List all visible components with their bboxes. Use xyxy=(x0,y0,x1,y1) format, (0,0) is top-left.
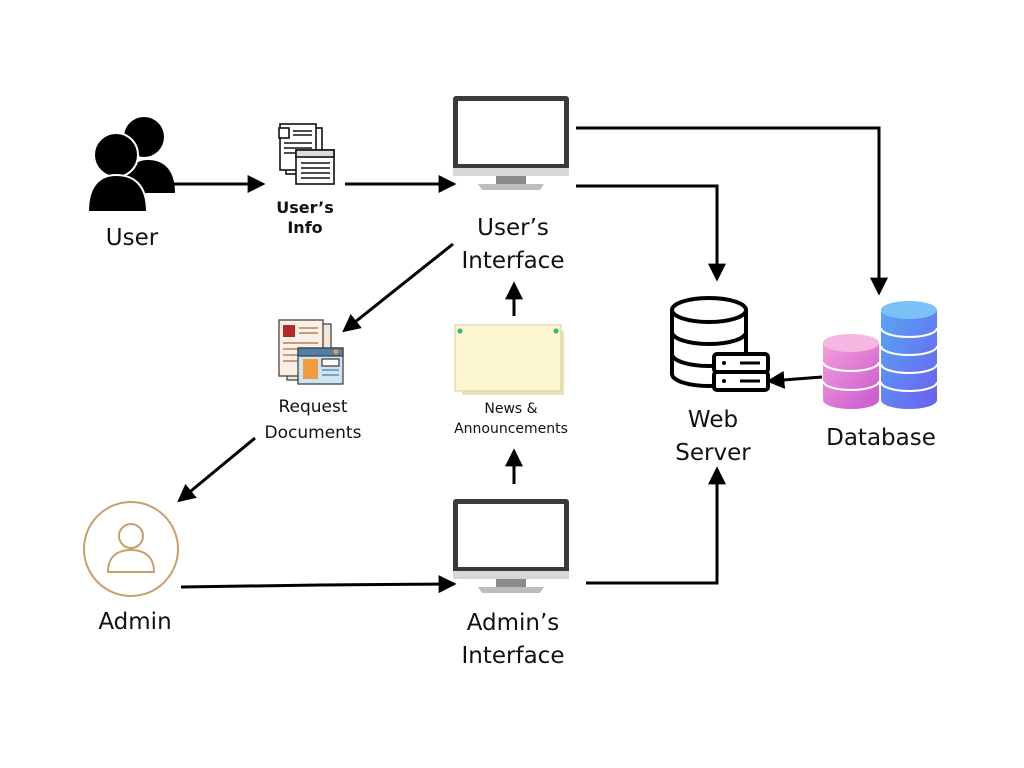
request-documents-label-line2: Documents xyxy=(264,422,362,443)
database-blue-stack xyxy=(880,301,938,409)
database-label: Database xyxy=(826,425,936,451)
database-pink-stack xyxy=(822,334,880,409)
database-icon xyxy=(822,301,938,409)
user-label: User xyxy=(105,225,159,251)
news-note-icon xyxy=(454,324,564,395)
request-documents-label-line1: Request xyxy=(278,397,348,417)
admins-interface-label-line1: Admin’s xyxy=(466,610,560,636)
web-server-icon xyxy=(670,296,770,392)
users-info-label-line1: User’s xyxy=(276,198,334,217)
arrow-user-interface-to-web-server xyxy=(576,184,726,282)
arrow-user-interface-to-database xyxy=(576,126,888,296)
web-server-label-line1: Web xyxy=(687,407,739,433)
admin-interface-monitor-icon xyxy=(453,499,569,593)
document-icon xyxy=(278,123,335,185)
arrow-database-to-web-server xyxy=(766,370,823,389)
admins-interface-label-line2: Interface xyxy=(461,643,565,670)
users-interface-label-line1: User’s xyxy=(477,215,549,241)
arrow-request-documents-to-admin xyxy=(177,436,256,503)
users-info-label-line2: Info xyxy=(287,218,323,237)
users-interface-label-line2: Interface xyxy=(461,248,565,275)
request-documents-icon xyxy=(278,319,344,385)
user-interface-monitor-icon xyxy=(453,96,569,190)
news-label-line2: Announcements xyxy=(454,420,568,437)
arrow-user-interface-to-request-documents xyxy=(342,242,454,333)
arrow-admin-interface-to-web-server xyxy=(586,466,726,585)
news-label: News & Announcements xyxy=(441,400,581,439)
web-server-label-line2: Server xyxy=(675,440,751,467)
admin-label: Admin xyxy=(98,609,172,635)
news-label-line1: News & xyxy=(484,401,538,417)
arrow-admin-to-admin-interface xyxy=(180,575,457,594)
admin-avatar-icon xyxy=(83,501,179,597)
user-group-icon xyxy=(86,117,175,213)
